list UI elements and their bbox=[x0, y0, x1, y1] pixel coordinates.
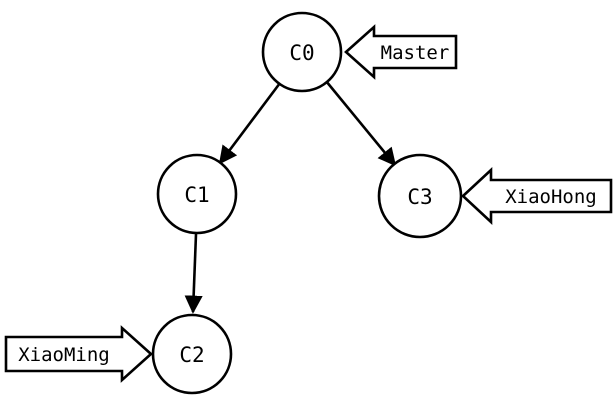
edge-c0-to-c1 bbox=[218, 82, 282, 165]
pointer-xiaoming-label: XiaoMing bbox=[18, 344, 110, 366]
pointer-master-label: Master bbox=[381, 42, 450, 64]
edge-c0-to-c3 bbox=[324, 80, 397, 167]
pointer-master: Master bbox=[344, 24, 458, 80]
node-c2-label: C2 bbox=[179, 343, 204, 367]
pointer-master-arrow-shape bbox=[344, 24, 458, 80]
node-c0: C0 bbox=[261, 11, 343, 93]
node-c3-label: C3 bbox=[407, 185, 432, 209]
node-c0-label: C0 bbox=[289, 41, 314, 65]
node-c1: C1 bbox=[156, 153, 238, 235]
node-c1-label: C1 bbox=[184, 183, 209, 207]
pointer-xiaohong-label: XiaoHong bbox=[505, 186, 597, 208]
node-c2-circle bbox=[151, 313, 233, 395]
node-c3-circle bbox=[377, 153, 463, 239]
pointer-xiaohong: XiaoHong bbox=[461, 167, 613, 225]
edge-c1-to-c2 bbox=[184, 233, 203, 314]
pointer-xiaohong-arrow-shape bbox=[461, 167, 613, 225]
node-c3: C3 bbox=[377, 153, 463, 239]
pointer-xiaoming-arrow-shape bbox=[4, 325, 153, 383]
pointer-xiaoming: XiaoMing bbox=[4, 325, 153, 383]
node-c1-circle bbox=[156, 153, 238, 235]
node-c2: C2 bbox=[151, 313, 233, 395]
node-c0-circle bbox=[261, 11, 343, 93]
